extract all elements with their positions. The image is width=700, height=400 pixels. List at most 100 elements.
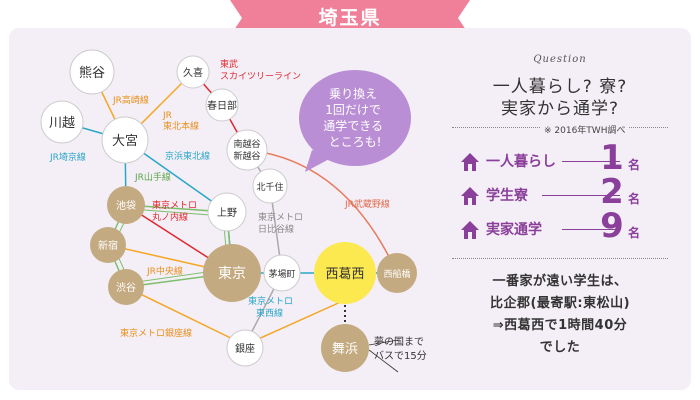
svg-text:茅場町: 茅場町 (268, 268, 295, 280)
result-label: 一人暮らし (486, 154, 556, 170)
stations: 熊谷 川越 大宮 久喜 春日部 南越谷新越谷 北千住 上野 池袋 新宿 渋谷 東… (40, 49, 417, 372)
bubble-text: 乗り換え 1回だけで 通学できる ところも! (323, 87, 387, 149)
station-ginza: 銀座 (226, 329, 264, 367)
farthest-line3: ⇒西葛西で1時間40分 (492, 318, 628, 333)
label-jr-musashino: JR武蔵野線 (344, 198, 390, 210)
result-line (542, 195, 620, 196)
result-row-family-home: 実家通学 9 名 (460, 206, 670, 246)
farthest-line4: でした (539, 340, 581, 355)
result-label: 学生寮 (486, 188, 528, 204)
svg-text:西葛西: 西葛西 (325, 267, 364, 282)
label-jr-takasaki: JR高崎線 (112, 94, 149, 106)
label-metro-hibiya: 東京メトロ日比谷線 (258, 211, 303, 235)
header-title: 埼玉県 (318, 7, 382, 29)
annotation-line2: バスで15分 (374, 350, 427, 362)
label-metro-ginza: 東京メトロ銀座線 (120, 327, 192, 339)
label-keihin-tohoku: 京浜東北線 (165, 150, 210, 162)
station-omiya: 大宮 (101, 116, 149, 164)
result-value: 2 (600, 172, 624, 212)
bubble-line3: 通学できる (323, 118, 383, 133)
svg-text:舞浜: 舞浜 (332, 342, 358, 357)
result-label: 実家通学 (486, 222, 542, 238)
station-ueno: 上野 (207, 192, 247, 232)
station-maihama: 舞浜 (321, 324, 369, 372)
question-line2: 実家から通学? (500, 99, 620, 119)
label-jr-tohoku-line2: 東北本線 (163, 120, 199, 132)
header-ribbon (230, 0, 470, 36)
bubble-line2: 1回だけで (325, 103, 381, 117)
annotation-pointer-bottom (368, 349, 399, 373)
station-shibuya: 渋谷 (108, 269, 144, 305)
svg-text:春日部: 春日部 (207, 99, 237, 112)
farthest-line2: 比企郡(最寄駅:東松山) (489, 296, 631, 311)
svg-text:池袋: 池袋 (116, 199, 136, 212)
svg-text:東京: 東京 (218, 266, 246, 282)
station-kawagoe: 川越 (40, 100, 84, 144)
svg-text:西船橋: 西船橋 (383, 268, 410, 280)
farthest-line1: 一番家が遠い学生は、 (492, 274, 628, 289)
svg-text:渋谷: 渋谷 (116, 281, 136, 294)
station-tokyo: 東京 (203, 244, 261, 302)
bubble-line1: 乗り換え (329, 87, 377, 101)
station-nishikasai: 西葛西 (314, 242, 376, 304)
station-kasukabe: 春日部 (205, 88, 239, 122)
svg-text:銀座: 銀座 (235, 342, 255, 355)
label-tobu-line1: 東武 (220, 58, 238, 70)
label-metro-marunouchi: 東京メトロ丸ノ内線 (152, 199, 197, 223)
station-shinjuku: 新宿 (90, 227, 126, 263)
minamikoshigaya-line2: 新越谷 (233, 150, 260, 162)
label-jr-tohoku-line1: JR (162, 111, 172, 121)
maihama-annotation: 夢の国までバスで15分 (374, 335, 427, 362)
svg-text:大宮: 大宮 (112, 133, 138, 149)
result-value: 1 (600, 138, 624, 178)
result-value: 9 (600, 206, 624, 246)
svg-text:上野: 上野 (217, 207, 237, 219)
annotation-line1: 夢の国まで (374, 335, 424, 348)
result-line (562, 229, 620, 230)
annotation-pointer-top (368, 339, 399, 346)
svg-text:新宿: 新宿 (98, 239, 118, 252)
label-hibiya-line1: 東京メトロ (258, 211, 303, 223)
label-tobu-line2: スカイツリーライン (220, 71, 301, 82)
label-tobu-skytree: 東武スカイツリーライン (220, 58, 301, 82)
station-nishifunabashi: 西船橋 (377, 253, 417, 293)
svg-text:南越谷新越谷: 南越谷新越谷 (233, 138, 260, 162)
bubble-line4: ところも! (329, 135, 382, 149)
svg-text:熊谷: 熊谷 (79, 65, 105, 81)
svg-text:川越: 川越 (49, 116, 75, 131)
station-kumagaya: 熊谷 (69, 49, 115, 95)
station-kuki: 久喜 (176, 55, 210, 89)
result-unit: 名 (628, 158, 641, 172)
label-jr-saikyo: JR埼京線 (49, 151, 86, 163)
label-tozai-line1: 東京メトロ (248, 295, 293, 307)
label-marunouchi-line2: 丸ノ内線 (152, 211, 188, 223)
label-tozai-line2: 東西線 (256, 307, 283, 319)
label-metro-tozai: 東京メトロ東西線 (248, 295, 293, 319)
svg-text:北千住: 北千住 (256, 181, 283, 193)
question-line1: 一人暮らし? 寮? (492, 77, 628, 97)
label-jr-chuo: JR中央線 (146, 265, 183, 277)
station-ikebukuro: 池袋 (107, 186, 145, 224)
station-minamikoshigaya: 南越谷新越谷 (226, 129, 268, 171)
transfer-bubble: 乗り換え 1回だけで 通学できる ところも! (299, 70, 411, 172)
result-line (562, 161, 620, 162)
metro-ginza-line (125, 286, 246, 346)
label-marunouchi-line1: 東京メトロ (152, 199, 197, 211)
jr-musashino-line (246, 149, 398, 274)
survey-note: ※ 2016年TWH調べ (540, 123, 630, 136)
result-unit: 名 (628, 226, 641, 240)
divider-bottom (452, 258, 668, 259)
result-row-living-alone: 一人暮らし 1 名 (460, 138, 670, 178)
house-icon (461, 221, 479, 239)
house-icon (461, 187, 479, 205)
bubble-body (299, 70, 411, 166)
station-kitasenju: 北千住 (252, 168, 288, 204)
house-icon (461, 153, 479, 171)
label-jr-yamanote: JR山手線 (134, 171, 171, 183)
result-row-dormitory: 学生寮 2 名 (460, 172, 670, 212)
label-hibiya-line2: 日比谷線 (258, 223, 294, 235)
